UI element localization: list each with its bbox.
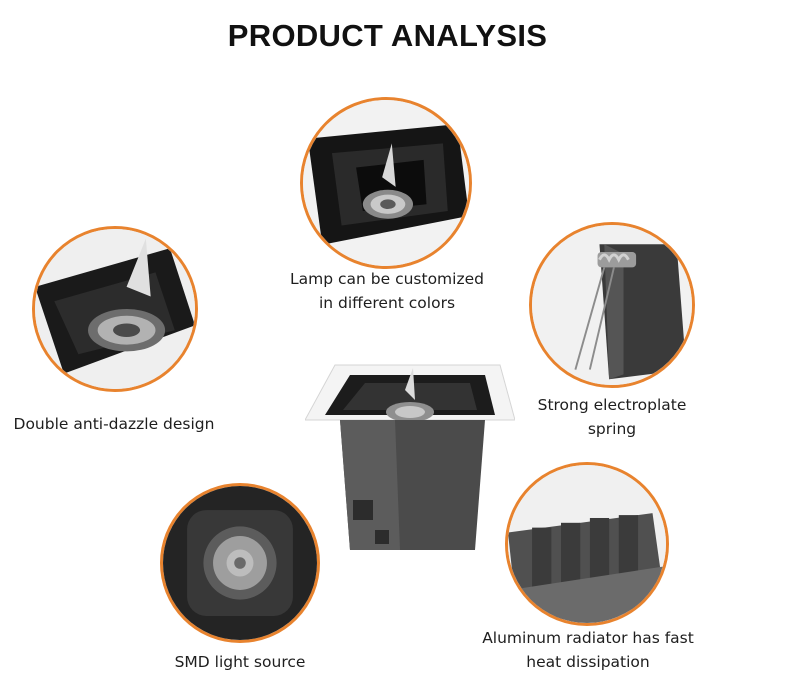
spring-caption: Strong electroplate spring bbox=[537, 396, 687, 438]
lamp-color-caption: Lamp can be customized in different colo… bbox=[290, 270, 484, 312]
spring-detail-image bbox=[529, 222, 695, 388]
anti-dazzle-detail-image bbox=[32, 226, 198, 392]
page-title: PRODUCT ANALYSIS bbox=[227, 18, 548, 53]
radiator-caption: Aluminum radiator has fast heat dissipat… bbox=[482, 629, 694, 671]
smd-source-caption: SMD light source bbox=[174, 653, 306, 671]
smd-source-detail-image bbox=[160, 483, 320, 643]
anti-dazzle-caption: Double anti-dazzle design bbox=[13, 415, 215, 433]
radiator-detail-image bbox=[505, 462, 669, 626]
lamp-color-detail-image bbox=[300, 97, 472, 269]
downlight-product-image bbox=[304, 350, 516, 565]
